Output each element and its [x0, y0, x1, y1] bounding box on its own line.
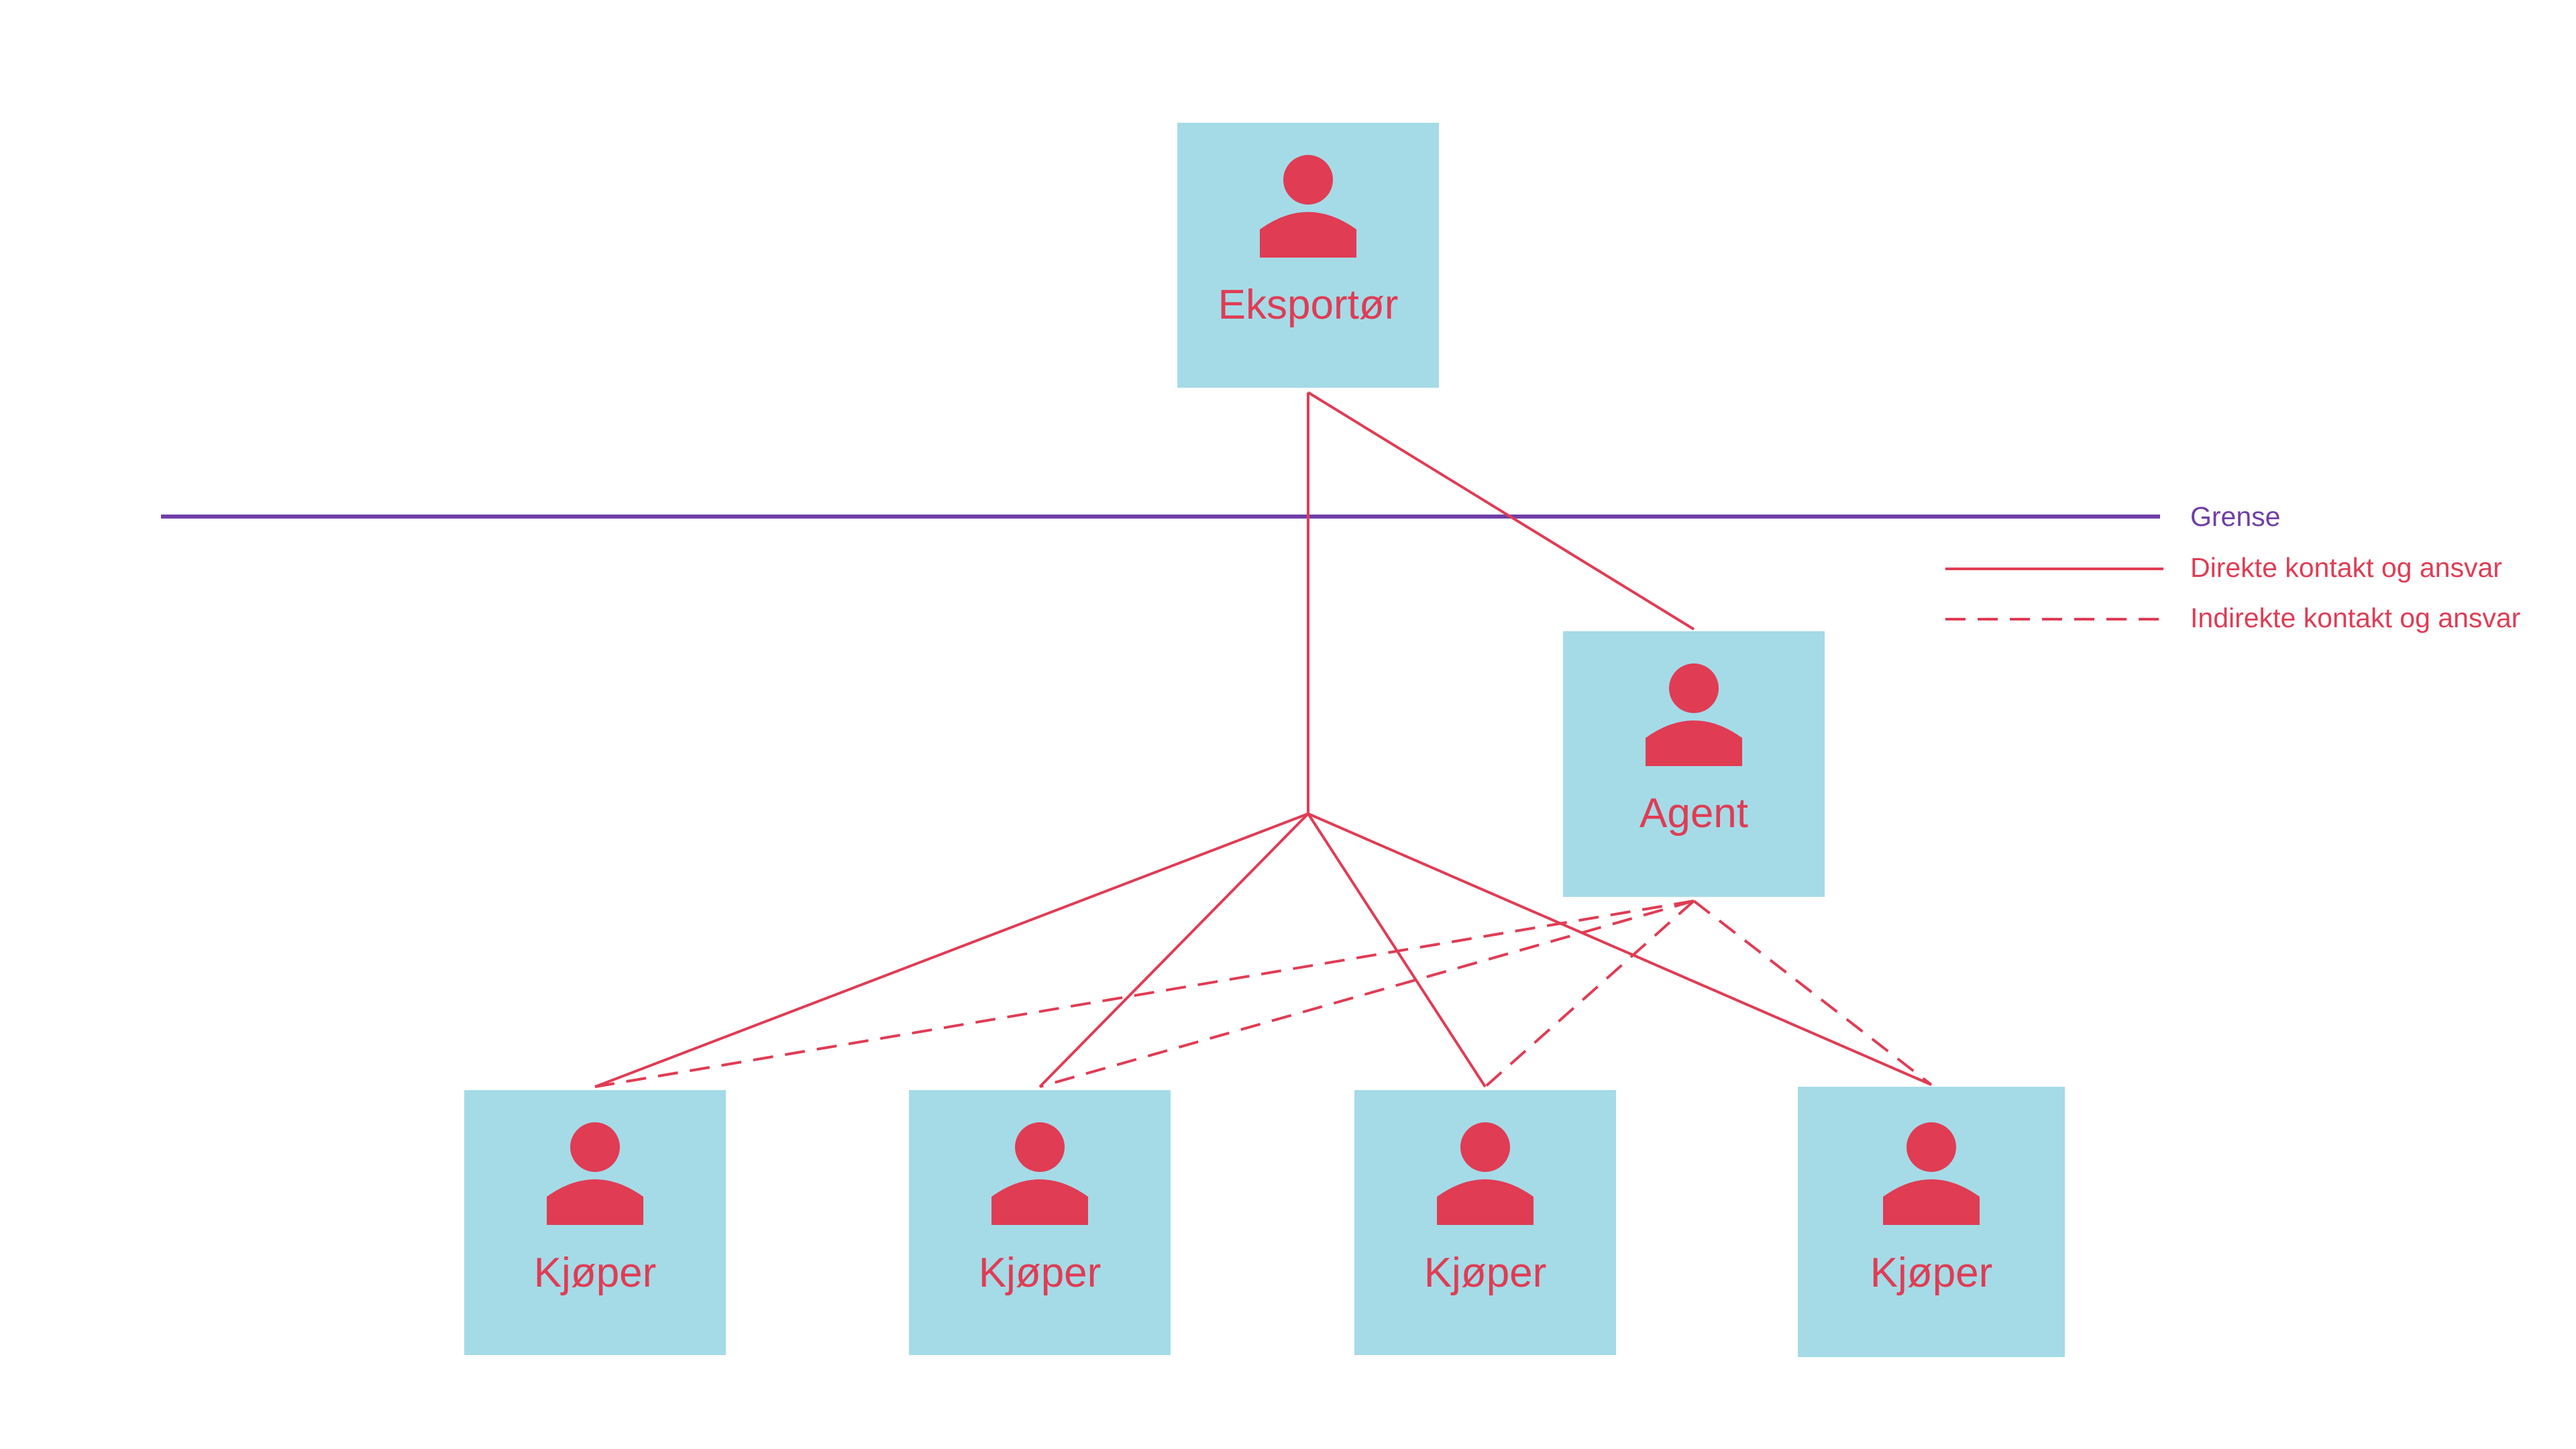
- person-icon: [991, 1122, 1088, 1225]
- legend-boundary-label: Grense: [2190, 501, 2280, 532]
- legend: Grense Direkte kontakt og ansvar Indirek…: [1945, 501, 2520, 633]
- direct-connection-line: [1038, 812, 1309, 1088]
- node-agent: Agent: [1563, 631, 1825, 897]
- direct-connection-line: [1307, 812, 1932, 1086]
- node-buyer: Kjøper: [464, 1090, 726, 1355]
- node-buyer: Kjøper: [1354, 1090, 1616, 1355]
- indirect-connection-line: [1039, 900, 1695, 1088]
- node-buyer: Kjøper: [909, 1090, 1171, 1355]
- buyer-label: Kjøper: [979, 1250, 1102, 1296]
- indirect-connection-line: [594, 900, 1695, 1088]
- connections: [594, 391, 1933, 1088]
- indirect-connection-line: [1693, 900, 1933, 1086]
- person-icon: [1883, 1122, 1980, 1225]
- legend-indirect-label: Indirekte kontakt og ansvar: [2190, 602, 2520, 633]
- person-icon: [1646, 663, 1742, 766]
- person-icon: [1260, 155, 1356, 258]
- direct-connection-line: [594, 812, 1309, 1088]
- buyer-label: Kjøper: [534, 1250, 657, 1296]
- node-exporter: Eksportør: [1177, 123, 1439, 388]
- node-buyer: Kjøper: [1798, 1087, 2065, 1357]
- indirect-connection-line: [1484, 900, 1695, 1088]
- legend-direct-label: Direkte kontakt og ansvar: [2190, 552, 2502, 583]
- agent-label: Agent: [1640, 790, 1748, 837]
- direct-connection-line: [1307, 391, 1695, 631]
- buyer-label: Kjøper: [1870, 1250, 1993, 1296]
- person-icon: [1437, 1122, 1534, 1225]
- person-icon: [547, 1122, 643, 1225]
- exporter-label: Eksportør: [1218, 282, 1399, 328]
- buyer-label: Kjøper: [1424, 1250, 1547, 1296]
